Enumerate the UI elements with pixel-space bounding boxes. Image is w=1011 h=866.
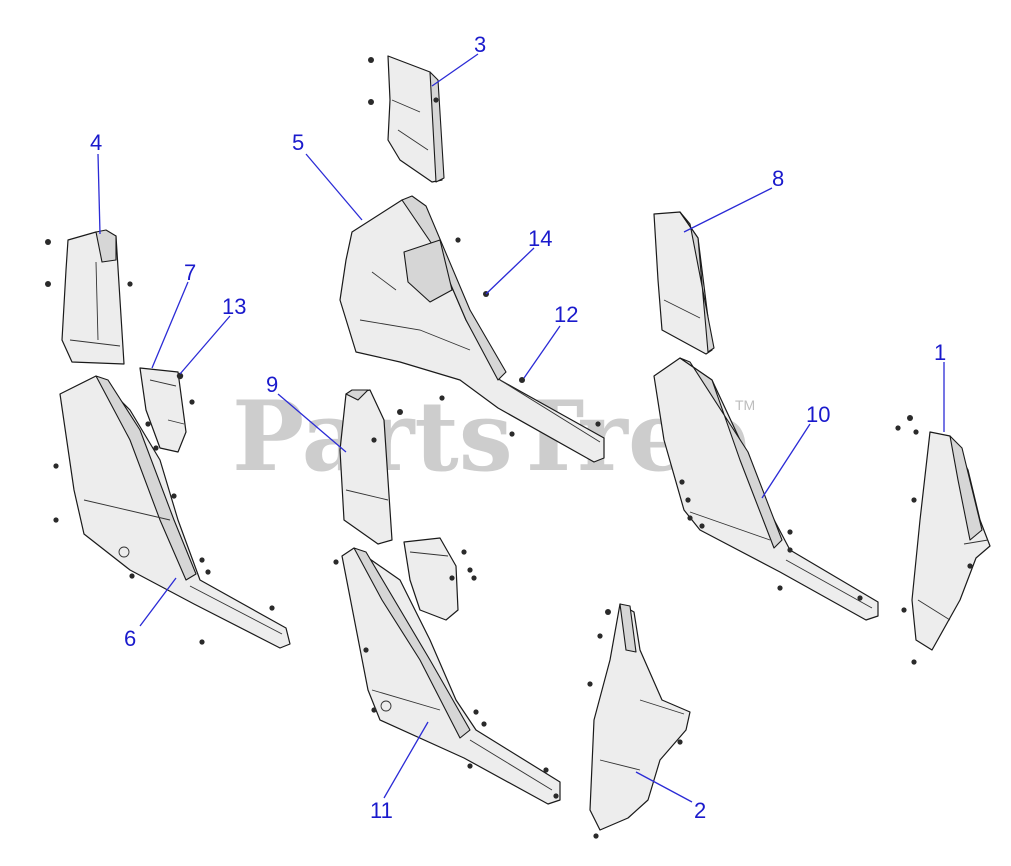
callout-1[interactable]: 1 bbox=[934, 340, 946, 365]
part-7-pad[interactable] bbox=[139, 367, 187, 453]
callout-7[interactable]: 7 bbox=[184, 260, 196, 285]
part-2-panel[interactable] bbox=[589, 603, 691, 831]
callout-labels: 1 2 3 4 5 6 7 8 9 10 11 12 13 14 bbox=[90, 32, 946, 823]
part-1-panel[interactable] bbox=[911, 431, 991, 651]
callout-13[interactable]: 13 bbox=[222, 294, 246, 319]
callout-5[interactable]: 5 bbox=[292, 130, 304, 155]
part-4-panel[interactable] bbox=[61, 229, 125, 365]
callout-12[interactable]: 12 bbox=[554, 302, 578, 327]
fasteners bbox=[45, 57, 973, 839]
small-pad-center[interactable] bbox=[403, 537, 459, 621]
part-11-panel[interactable] bbox=[341, 547, 561, 805]
part-8-panel[interactable] bbox=[653, 211, 715, 355]
callout-10[interactable]: 10 bbox=[806, 402, 830, 427]
callout-11[interactable]: 11 bbox=[370, 798, 393, 823]
part-9-panel[interactable] bbox=[339, 389, 393, 545]
callout-14[interactable]: 14 bbox=[528, 226, 552, 251]
part-5-panel[interactable] bbox=[339, 195, 605, 463]
callout-6[interactable]: 6 bbox=[124, 626, 136, 651]
callout-8[interactable]: 8 bbox=[772, 166, 784, 191]
leader-lines bbox=[97, 53, 945, 803]
watermark-trademark: TM bbox=[735, 397, 755, 413]
callout-3[interactable]: 3 bbox=[474, 32, 486, 57]
part-3-panel[interactable] bbox=[387, 55, 445, 183]
callout-4[interactable]: 4 bbox=[90, 130, 102, 155]
callout-2[interactable]: 2 bbox=[694, 798, 706, 823]
callout-9[interactable]: 9 bbox=[266, 372, 278, 397]
part-10-panel[interactable] bbox=[653, 357, 879, 621]
part-6-panel[interactable] bbox=[59, 375, 291, 649]
